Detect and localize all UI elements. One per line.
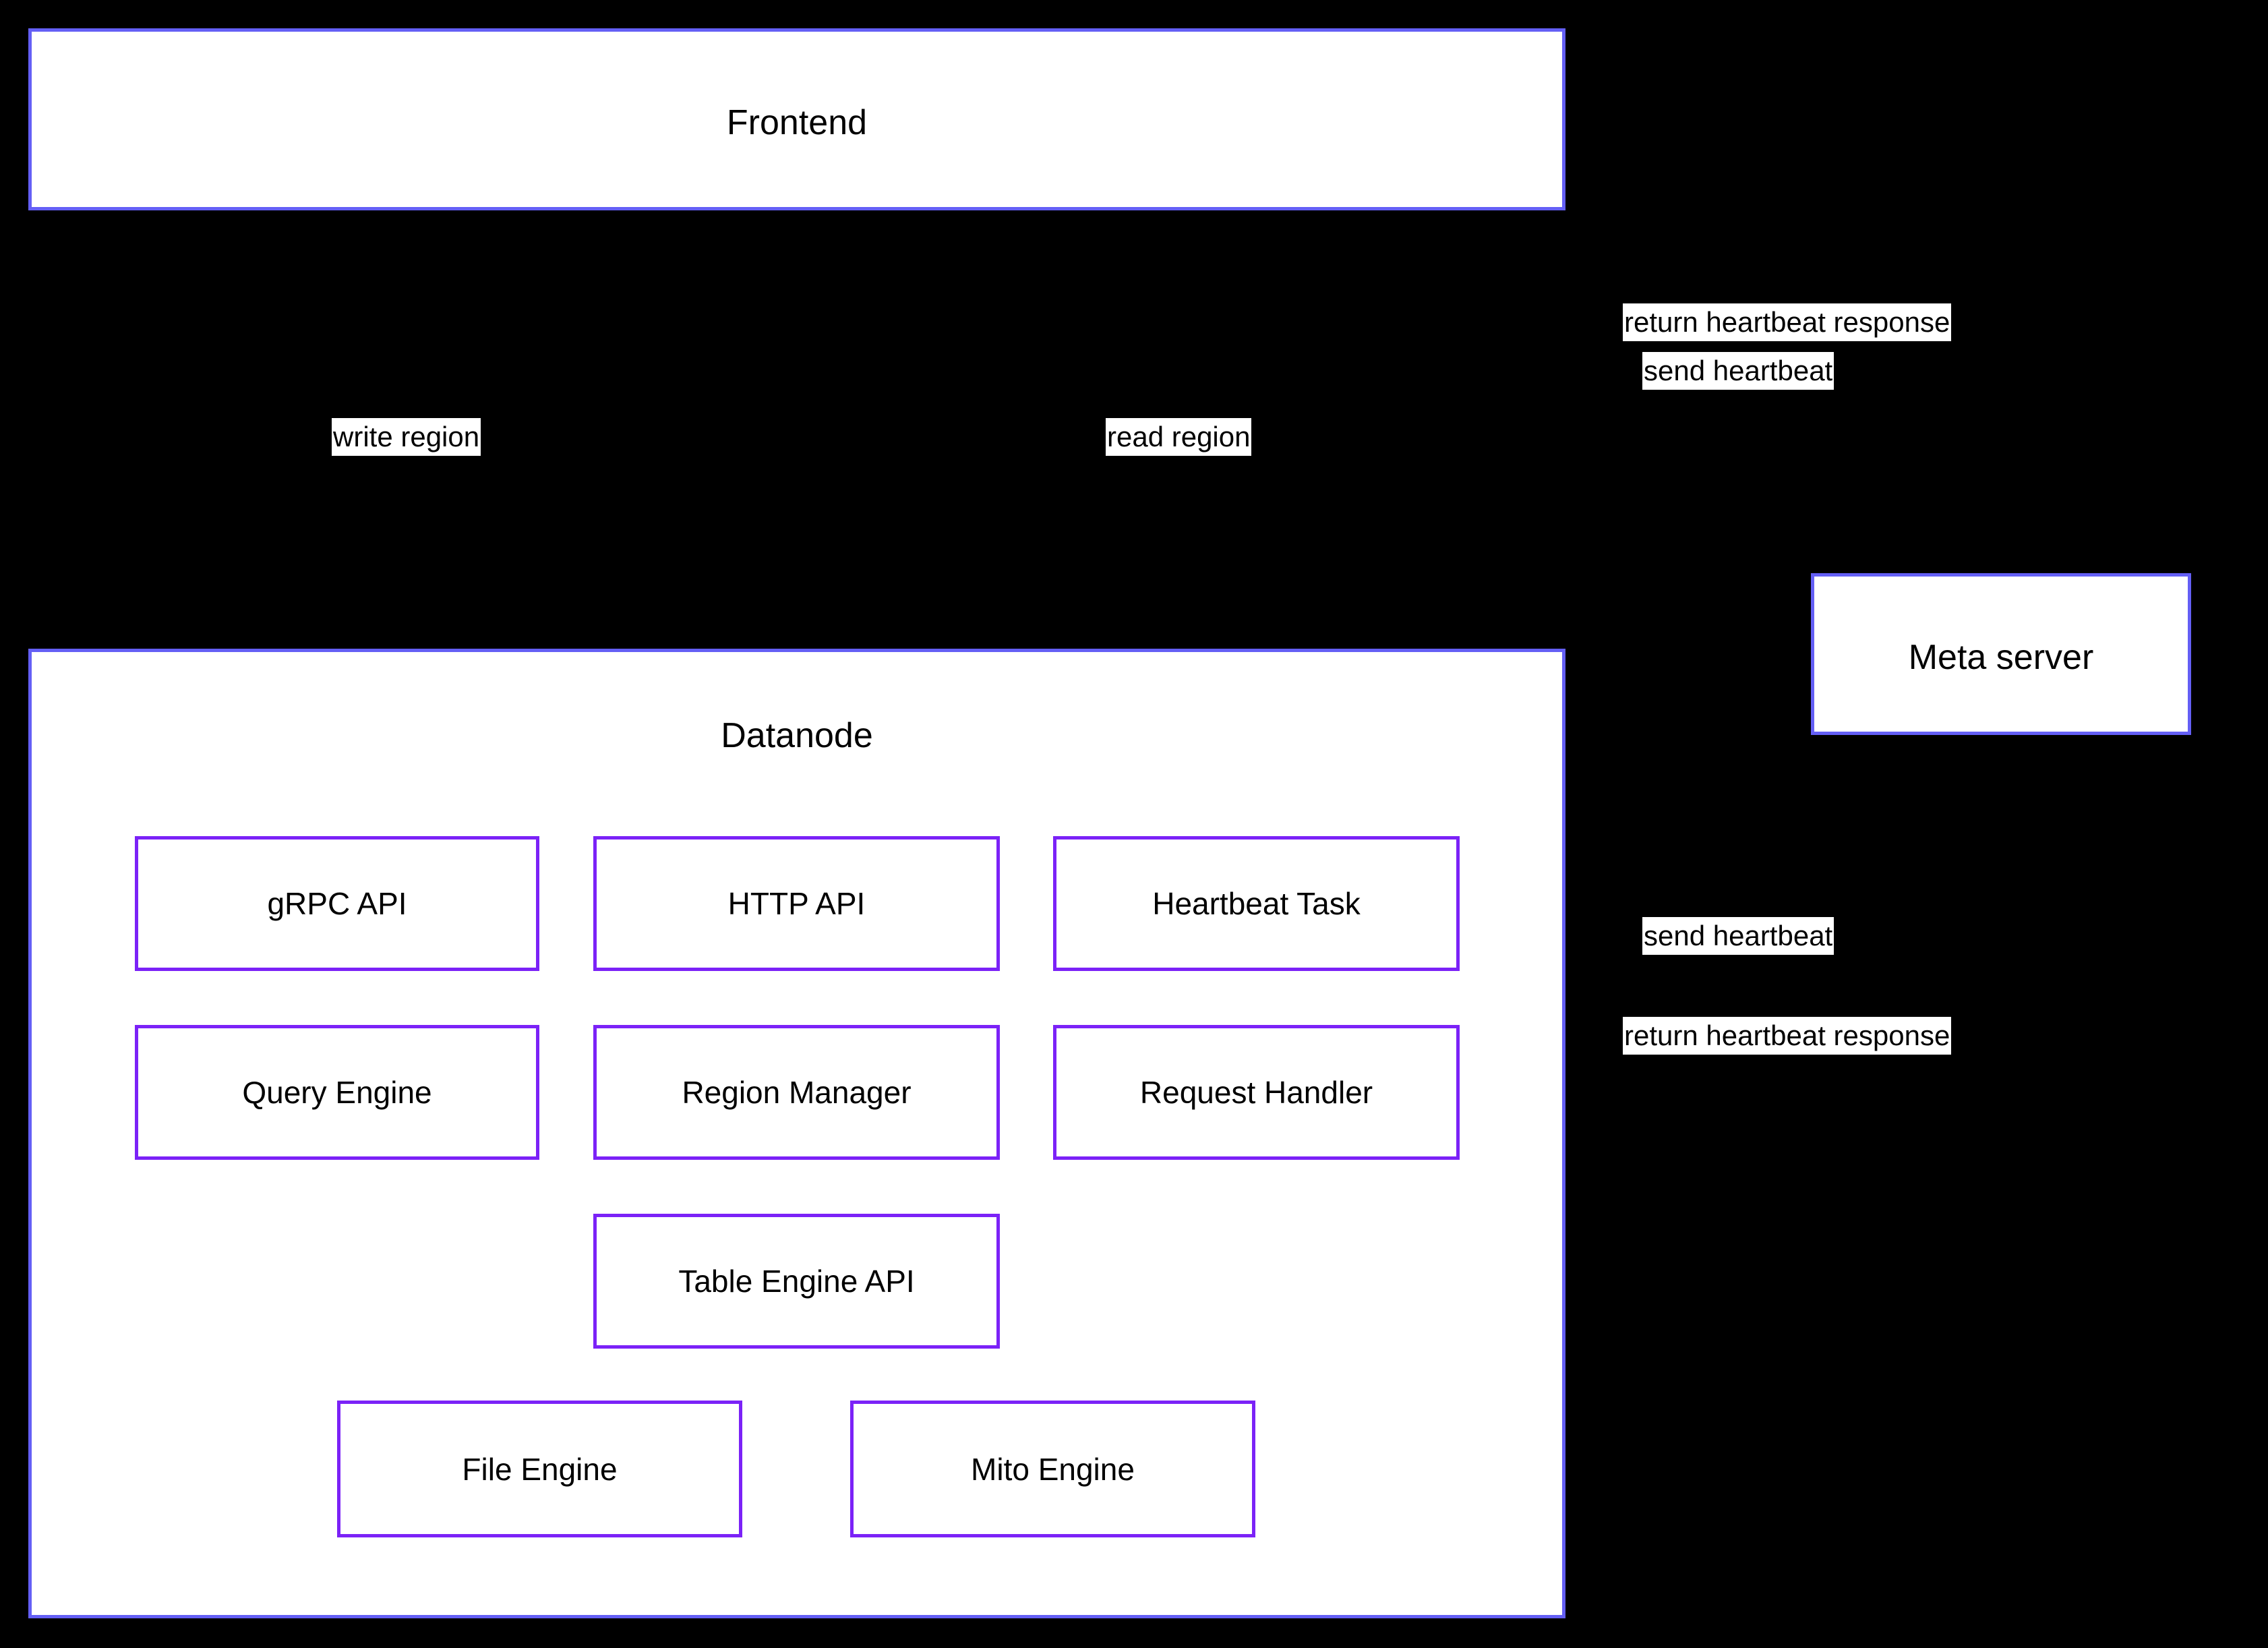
component-label-file-engine: File Engine xyxy=(462,1451,618,1487)
component-label-region-manager: Region Manager xyxy=(682,1075,912,1110)
component-request-handler[interactable]: Request Handler xyxy=(1053,1025,1460,1160)
meta-server-node-label: Meta server xyxy=(1908,638,2094,677)
component-query-engine[interactable]: Query Engine xyxy=(135,1025,539,1160)
component-grpc-api[interactable]: gRPC API xyxy=(135,836,539,971)
edge-meta-to-datanode-return xyxy=(1566,736,1950,1285)
frontend-node[interactable]: Frontend xyxy=(28,28,1565,210)
edge-label-return-heartbeat-response-top: return heartbeat response xyxy=(1623,303,1952,341)
component-label-grpc-api: gRPC API xyxy=(267,886,407,921)
edge-label-read-region: read region xyxy=(1106,418,1252,456)
edge-label-return-heartbeat-response-bottom: return heartbeat response xyxy=(1623,1017,1952,1055)
meta-server-node[interactable]: Meta server xyxy=(1811,573,2191,735)
component-region-manager[interactable]: Region Manager xyxy=(593,1025,1000,1160)
component-label-heartbeat-task: Heartbeat Task xyxy=(1152,886,1361,921)
edge-label-send-heartbeat-top: send heartbeat xyxy=(1642,352,1834,390)
component-label-request-handler: Request Handler xyxy=(1139,1075,1373,1110)
component-label-http-api: HTTP API xyxy=(727,886,866,921)
component-heartbeat-task[interactable]: Heartbeat Task xyxy=(1053,836,1460,971)
component-mito-engine[interactable]: Mito Engine xyxy=(850,1401,1255,1537)
component-label-mito-engine: Mito Engine xyxy=(971,1451,1135,1487)
component-label-table-engine-api: Table Engine API xyxy=(678,1264,915,1299)
component-table-engine-api[interactable]: Table Engine API xyxy=(593,1214,1000,1349)
edge-label-send-heartbeat-bottom: send heartbeat xyxy=(1642,917,1834,955)
frontend-node-label: Frontend xyxy=(726,103,868,142)
component-label-query-engine: Query Engine xyxy=(242,1075,432,1110)
datanode-node-label: Datanode xyxy=(721,716,873,755)
edge-label-write-region: write region xyxy=(332,418,481,456)
component-http-api[interactable]: HTTP API xyxy=(593,836,1000,971)
component-file-engine[interactable]: File Engine xyxy=(337,1401,742,1537)
